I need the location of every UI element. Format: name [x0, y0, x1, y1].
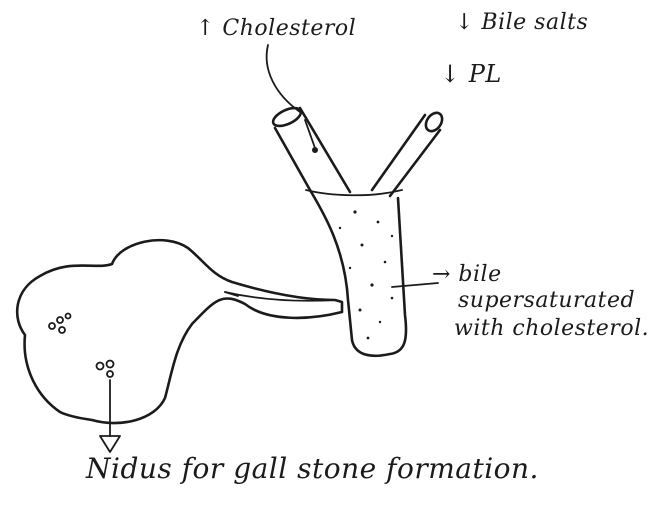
cholesterol-pointer	[267, 45, 300, 112]
pl-label: ↓ PL	[440, 60, 502, 88]
left-duct-opening	[270, 104, 303, 129]
left-duct-arrowhead	[312, 147, 318, 153]
gallstones-cluster-2	[97, 361, 114, 378]
nidus-arrowhead	[100, 436, 120, 452]
right-duct-opening	[423, 110, 446, 134]
gallbladder-outline	[17, 240, 342, 423]
bile-salts-label: ↓ Bile salts	[455, 10, 588, 35]
bile-label-line2: supersaturated	[458, 288, 635, 313]
common-duct	[310, 190, 406, 356]
bile-label-line1: → bile	[432, 262, 502, 287]
cholesterol-label: ↑ Cholesterol	[196, 16, 356, 41]
caption: Nidus for gall stone formation.	[86, 452, 539, 485]
bile-label-line3: with cholesterol.	[454, 316, 649, 341]
fluid-level	[306, 190, 402, 195]
cholesterol-crystals	[339, 210, 394, 339]
right-duct	[372, 115, 440, 196]
gallstones-cluster-1	[49, 314, 71, 334]
